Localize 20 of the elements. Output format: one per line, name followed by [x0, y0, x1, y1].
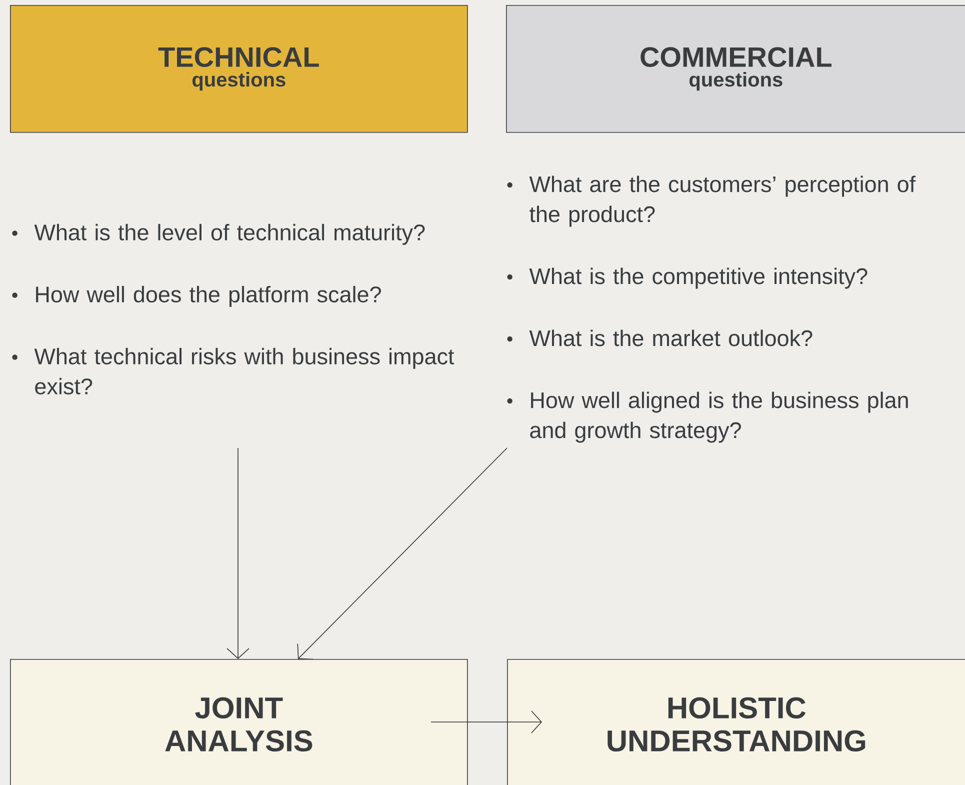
- box-title: TECHNICAL: [158, 47, 319, 67]
- bullet-text: How well does the platform scale?: [36, 286, 381, 307]
- arrow: [430, 710, 542, 734]
- box-subtitle: questions: [690, 72, 782, 91]
- box-title: HOLISTIC UNDERSTANDING: [608, 697, 866, 752]
- arrow: [297, 448, 508, 660]
- box-title: JOINT ANALYSIS: [165, 697, 312, 752]
- bullet-text: What technical risks with business impact exist?: [34, 348, 454, 394]
- box-subtitle: questions: [192, 72, 286, 91]
- bullet-text: What are the customers’ perception of the product?: [529, 176, 916, 227]
- box-title: COMMERCIAL: [640, 47, 832, 67]
- process-box: [507, 659, 965, 785]
- bullet-text: How well aligned is the business plan and growth strategy?: [530, 392, 908, 443]
- process-box: [506, 5, 965, 133]
- bullet-text: What is the market outlook?: [529, 330, 812, 346]
- bullet-text: What is the competitive intensity?: [529, 268, 868, 289]
- arrow: [226, 448, 250, 660]
- process-box: [10, 659, 468, 785]
- process-box: [10, 5, 468, 133]
- bullet-text: What is the level of technical maturity?: [34, 224, 425, 245]
